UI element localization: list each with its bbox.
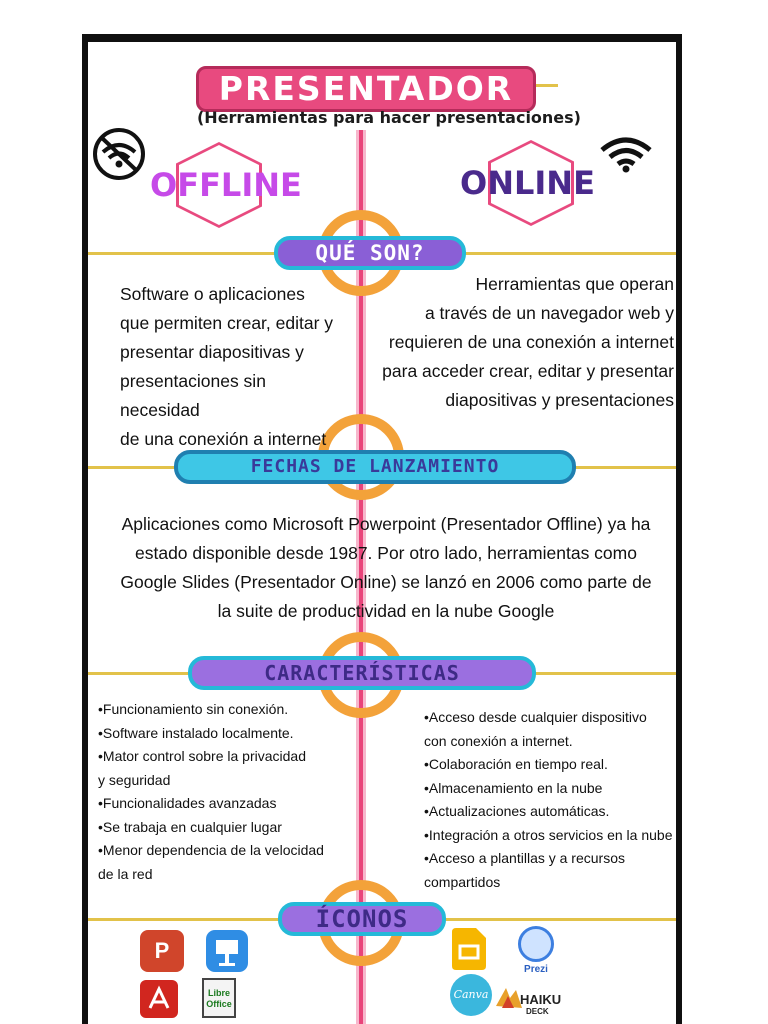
- list-item: •Colaboración en tiempo real.: [424, 756, 608, 772]
- caracteristicas-offline-list: •Funcionamiento sin conexión. •Software …: [98, 698, 348, 886]
- keynote-icon: [206, 930, 248, 972]
- wifi-icon: [600, 137, 652, 173]
- list-item: •Funcionalidades avanzadas: [98, 795, 277, 811]
- list-item: •Acceso desde cualquier dispositivo: [424, 709, 647, 725]
- online-label: ONLINE: [460, 164, 595, 202]
- list-item: •Acceso a plantillas y a recursos: [424, 850, 625, 866]
- list-item: compartidos: [424, 873, 501, 890]
- powerpoint-icon: P: [140, 930, 184, 972]
- haiku-deck-label: HAIKU DECK: [520, 992, 562, 1016]
- google-slides-icon: [452, 928, 486, 970]
- section-heading-caracteristicas: CARACTERÍSTICAS: [188, 656, 536, 690]
- no-wifi-icon: [93, 128, 145, 180]
- list-item: con conexión a internet.: [424, 732, 573, 749]
- list-item: •Mator control sobre la privacidad: [98, 748, 306, 764]
- section-heading-fechas: FECHAS DE LANZAMIENTO: [174, 450, 576, 484]
- list-item: •Menor dependencia de la velocidad: [98, 842, 324, 858]
- list-item: de la red: [98, 865, 153, 882]
- prezi-label: Prezi: [524, 964, 548, 975]
- acrobat-icon: [140, 980, 178, 1018]
- que-son-online-text: Herramientas que operan a través de un n…: [382, 274, 674, 410]
- center-divider: [356, 130, 366, 1024]
- list-item: •Almacenamiento en la nube: [424, 779, 603, 796]
- list-item: y seguridad: [98, 771, 171, 788]
- section-heading-iconos: ÍCONOS: [278, 902, 446, 936]
- page-subtitle: (Herramientas para hacer presentaciones): [196, 108, 581, 127]
- section-heading-que-son: QUÉ SON?: [274, 236, 466, 270]
- que-son-offline-text: Software o aplicaciones que permiten cre…: [120, 284, 334, 449]
- list-item: •Integración a otros servicios en la nub…: [424, 826, 673, 843]
- libreoffice-icon: Libre Office: [202, 978, 236, 1018]
- caracteristicas-online-list: •Acceso desde cualquier dispositivo con …: [424, 706, 674, 894]
- list-item: •Software instalado localmente.: [98, 724, 294, 741]
- list-item: •Actualizaciones automáticas.: [424, 803, 610, 819]
- fechas-text: Aplicaciones como Microsoft Powerpoint (…: [120, 514, 652, 621]
- hexagon-decoration: [488, 140, 574, 226]
- list-item: •Se trabaja en cualquier lugar: [98, 818, 282, 835]
- page-title: PRESENTADOR: [196, 66, 536, 112]
- prezi-icon: [518, 926, 554, 962]
- infographic: PRESENTADOR (Herramientas para hacer pre…: [88, 42, 676, 1024]
- canva-icon: Canva: [450, 974, 492, 1016]
- haiku-deck-bird-icon: [496, 988, 522, 1008]
- offline-label: OFFLINE: [150, 166, 302, 204]
- document-frame: PRESENTADOR (Herramientas para hacer pre…: [82, 34, 682, 1024]
- list-item: •Funcionamiento sin conexión.: [98, 701, 289, 717]
